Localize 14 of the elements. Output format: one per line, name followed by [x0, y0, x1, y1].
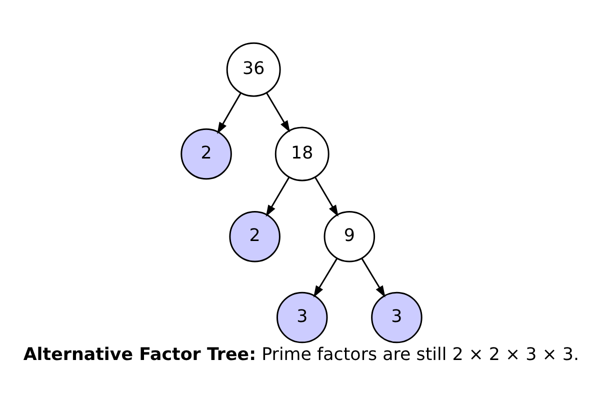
- arrow: [217, 92, 242, 134]
- arrow: [361, 258, 386, 298]
- arrow: [266, 92, 290, 132]
- node-circle: 9: [324, 210, 376, 262]
- node-circle: 3: [276, 292, 328, 344]
- arrow: [314, 177, 338, 217]
- caption: Alternative Factor Tree: Prime factors are still 2 × 2 × 3 × 3.: [23, 345, 579, 366]
- node-circle: 2: [180, 128, 232, 180]
- arrow: [266, 177, 290, 217]
- arrow: [313, 258, 338, 298]
- node-circle: 3: [371, 292, 422, 344]
- node-circle: 18: [274, 126, 330, 182]
- node-circle: 2: [229, 210, 280, 262]
- node-circle: 36: [226, 42, 281, 97]
